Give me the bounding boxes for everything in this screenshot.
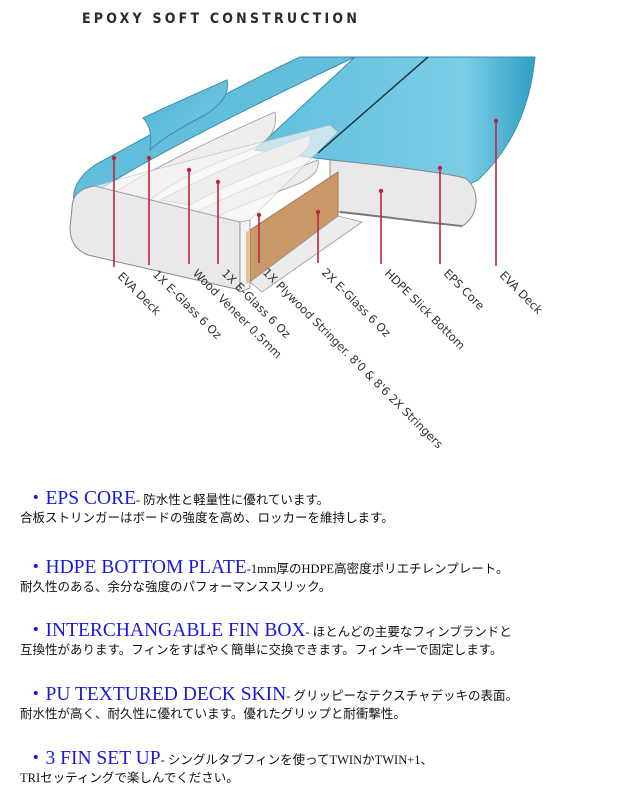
feature-desc-line1: - ほとんどの主要なフィンブランドと <box>305 625 512 639</box>
feature-item: ・3 FIN SET UP- シングルタブフィンを使ってTWINかTWIN+1、… <box>20 748 630 786</box>
feature-heading: ・INTERCHANGABLE FIN BOX- ほとんどの主要なフィンブランド… <box>20 620 630 643</box>
feature-heading: ・PU TEXTURED DECK SKIN- グリッピーなテクスチャデッキの表… <box>20 684 630 707</box>
leader-dot <box>146 155 152 161</box>
feature-heading: ・EPS CORE- 防水性と軽量性に優れています。 <box>20 488 630 511</box>
feature-desc-line2: 合板ストリンガーはボードの強度を高め、ロッカーを維持します。 <box>20 511 394 525</box>
feature-desc-line2: 耐久性のある、余分な強度のパフォーマンススリック。 <box>20 580 332 594</box>
leader-dot <box>315 209 321 215</box>
leader-dot <box>437 165 443 171</box>
bullet-icon: ・ <box>26 557 46 578</box>
leader-lines <box>111 118 499 267</box>
feature-desc-line1: - シングルタブフィンを使ってTWINかTWIN+1、 <box>160 753 434 767</box>
eva-deck-flap <box>142 79 229 152</box>
bullet-icon: ・ <box>26 748 46 769</box>
feature-name: HDPE BOTTOM PLATE <box>45 557 247 578</box>
feature-heading: ・HDPE BOTTOM PLATE-1mm厚のHDPE高密度ポリエチレンプレー… <box>20 557 630 580</box>
hdpe-bottom-right <box>339 211 463 227</box>
feature-item: ・INTERCHANGABLE FIN BOX- ほとんどの主要なフィンブランド… <box>20 620 630 658</box>
leader-dot <box>186 167 192 173</box>
bullet-icon: ・ <box>26 620 46 641</box>
feature-desc-line2: 互換性があります。フィンをすばやく簡単に交換できます。フィンキーで固定します。 <box>20 643 503 657</box>
feature-name: PU TEXTURED DECK SKIN <box>45 684 287 705</box>
stringer-edge <box>246 230 250 284</box>
bullet-icon: ・ <box>26 488 46 509</box>
feature-desc-line2: 耐水性が高く、耐久性に優れています。優れたグリップと耐衝撃性。 <box>20 707 406 721</box>
leader-dot <box>493 118 499 124</box>
layer-label: EVA Deck <box>497 268 546 317</box>
leader-dot <box>378 188 384 194</box>
feature-name: 3 FIN SET UP <box>45 748 161 769</box>
eva-deck-left <box>73 56 356 206</box>
feature-desc-line1: - グリッピーなテクスチャデッキの表面。 <box>286 689 518 703</box>
feature-heading: ・3 FIN SET UP- シングルタブフィンを使ってTWINかTWIN+1、 <box>20 748 630 771</box>
feature-item: ・PU TEXTURED DECK SKIN- グリッピーなテクスチャデッキの表… <box>20 684 630 722</box>
diagram-title: EPOXY SOFT CONSTRUCTION <box>82 11 361 27</box>
deck-seam <box>317 56 429 154</box>
feature-desc-line2: TRIセッティングで楽しんでください。 <box>20 771 239 785</box>
core-top-face <box>93 124 339 223</box>
feature-item: ・HDPE BOTTOM PLATE-1mm厚のHDPE高密度ポリエチレンプレー… <box>20 557 630 595</box>
leader-dot <box>256 212 262 218</box>
feature-desc-line1: -1mm厚のHDPE高密度ポリエチレンプレート。 <box>246 562 509 576</box>
layer-label: EPS Core <box>441 266 488 313</box>
feature-item: ・EPS CORE- 防水性と軽量性に優れています。合板ストリンガーはボードの強… <box>20 488 630 526</box>
leader-dot <box>111 155 117 161</box>
feature-name: EPS CORE <box>45 488 136 509</box>
eglass-bottom-strip <box>249 215 363 293</box>
feature-desc-line1: - 防水性と軽量性に優れています。 <box>136 493 330 507</box>
leader-dot <box>215 179 221 185</box>
feature-name: INTERCHANGABLE FIN BOX <box>45 620 306 641</box>
bullet-icon: ・ <box>26 684 46 705</box>
